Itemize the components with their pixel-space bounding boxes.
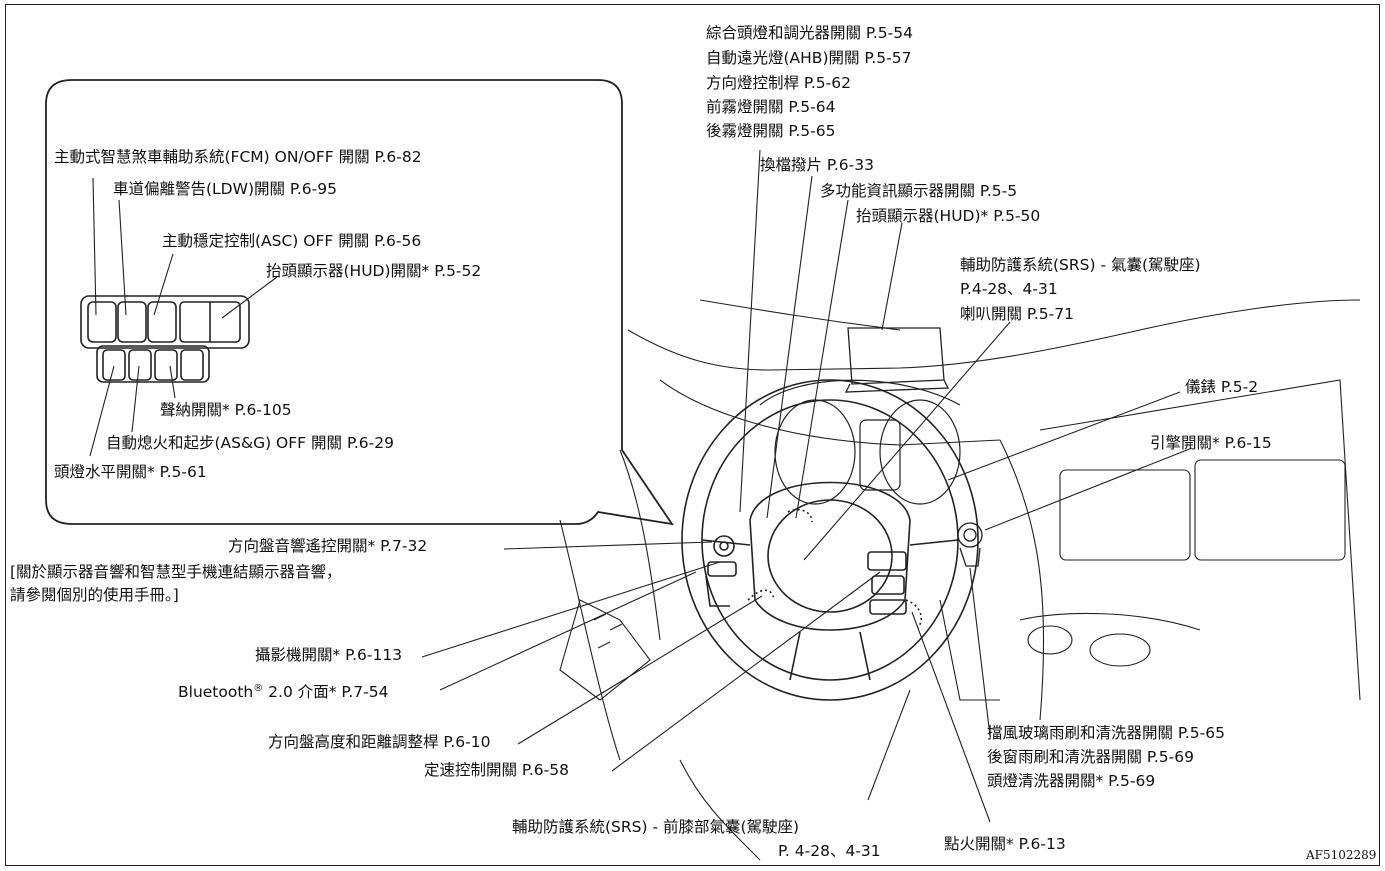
bluetooth-text: Bluetooth bbox=[178, 683, 254, 702]
main-leaders bbox=[421, 149, 1193, 823]
label-asg-off-switch: 自動熄火和起步(AS&G) OFF 開關 P.6-29 bbox=[106, 434, 394, 452]
figure-border bbox=[5, 4, 1380, 866]
label-front-fog-switch: 前霧燈開關 P.5-64 bbox=[706, 98, 836, 116]
inset-leaders bbox=[89, 177, 278, 457]
label-asc-off-switch: 主動穩定控制(ASC) OFF 開關 P.6-56 bbox=[162, 232, 422, 250]
label-horn-switch: 喇叭開關 P.5-71 bbox=[960, 305, 1074, 323]
label-hud-switch: 抬頭顯示器(HUD)開關* P.5-52 bbox=[266, 262, 482, 280]
figure-code: AF5102289 bbox=[1306, 848, 1377, 862]
registered-mark: ® bbox=[253, 683, 264, 694]
hud-combiner bbox=[844, 327, 950, 393]
label-turn-signal-lever: 方向燈控制桿 P.5-62 bbox=[706, 74, 851, 92]
label-knee-airbag-pages: P. 4-28、4-31 bbox=[778, 842, 881, 860]
label-hud-display: 抬頭顯示器(HUD)* P.5-50 bbox=[856, 207, 1041, 225]
label-audio-note-line1: [關於顯示器音響和智慧型手機連結顯示器音響， bbox=[10, 563, 342, 581]
label-srs-driver-pages: P.4-28、4-31 bbox=[960, 280, 1058, 298]
label-fcm-switch: 主動式智慧煞車輔助系統(FCM) ON/OFF 開關 P.6-82 bbox=[54, 148, 422, 166]
label-paddle-shifter: 換檔撥片 P.6-33 bbox=[760, 156, 874, 174]
label-headlamp-dimmer: 綜合頭燈和調光器開關 P.5-54 bbox=[706, 24, 913, 42]
bluetooth-suffix: 2.0 介面* P.7-54 bbox=[263, 683, 389, 702]
label-audio-note-line2: 請參閱個別的使用手冊。] bbox=[10, 586, 179, 604]
label-sonar-switch: 聲納開關* P.6-105 bbox=[160, 401, 292, 419]
inset-callout-box bbox=[45, 79, 674, 526]
label-srs-driver-airbag: 輔助防護系統(SRS) - 氣囊(駕駛座) bbox=[960, 256, 1201, 274]
label-meter: 儀錶 P.5-2 bbox=[1185, 378, 1259, 396]
label-tilt-telescopic-lever: 方向盤高度和距離調整桿 P.6-10 bbox=[268, 733, 491, 751]
steering-wheel bbox=[681, 379, 979, 701]
label-headlamp-leveling: 頭燈水平開關* P.5-61 bbox=[54, 463, 207, 481]
label-camera-switch: 攝影機開關* P.6-113 bbox=[255, 646, 403, 664]
label-audio-remote-switch: 方向盤音響遙控開關* P.7-32 bbox=[228, 537, 428, 555]
label-windshield-wiper: 擋風玻璃雨刷和清洗器開關 P.5-65 bbox=[987, 724, 1225, 742]
label-headlamp-washer: 頭燈清洗器開關* P.5-69 bbox=[987, 772, 1156, 790]
label-mid-display-switch: 多功能資訊顯示器開關 P.5-5 bbox=[820, 182, 1018, 200]
engine-switch bbox=[957, 522, 983, 567]
label-ldw-switch: 車道偏離警告(LDW)開關 P.6-95 bbox=[113, 180, 337, 198]
inset-switch-panel bbox=[80, 295, 250, 383]
label-cruise-control-switch: 定速控制開關 P.6-58 bbox=[424, 761, 569, 779]
hidden-switch-dots bbox=[747, 508, 922, 629]
label-bluetooth-interface: Bluetooth® 2.0 介面* P.7-54 bbox=[178, 679, 388, 702]
label-ahb-switch: 自動遠光燈(AHB)開關 P.5-57 bbox=[706, 49, 912, 67]
label-knee-airbag: 輔助防護系統(SRS) - 前膝部氣囊(駕駛座) bbox=[512, 818, 800, 836]
label-rear-wiper: 後窗雨刷和清洗器開關 P.5-69 bbox=[987, 748, 1194, 766]
label-engine-switch: 引擎開關* P.6-15 bbox=[1150, 434, 1272, 452]
label-rear-fog-switch: 後霧燈開關 P.5-65 bbox=[706, 122, 836, 140]
label-ignition-switch: 點火開關* P.6-13 bbox=[944, 835, 1066, 853]
